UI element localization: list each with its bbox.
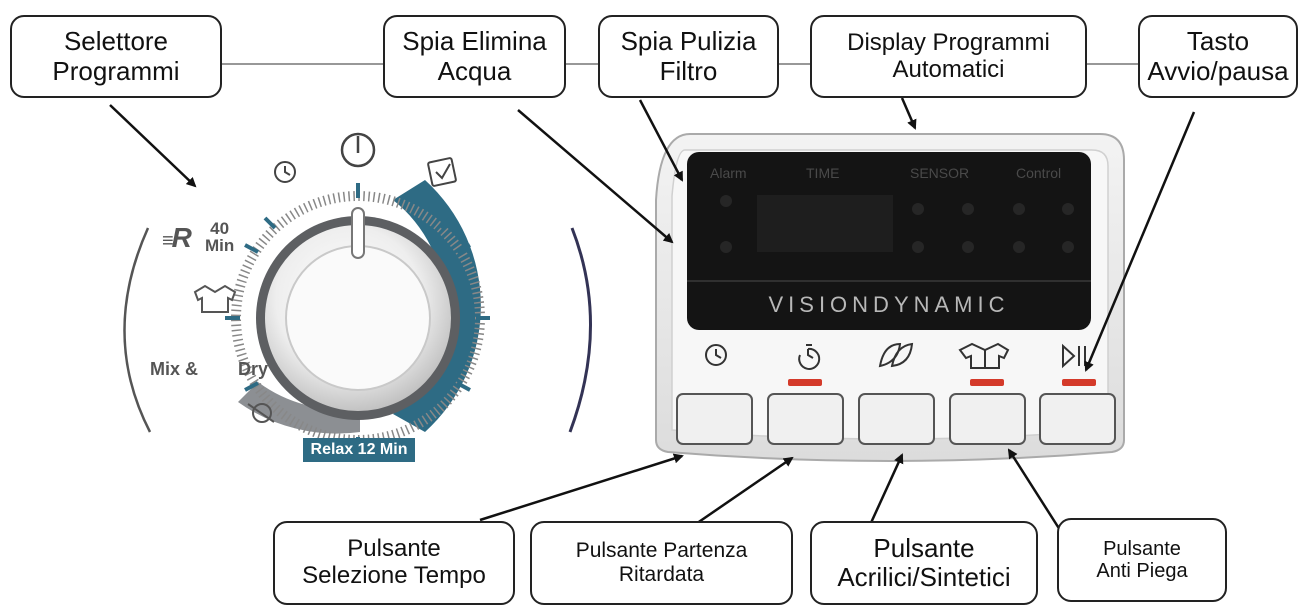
wool-icon bbox=[247, 403, 275, 423]
relax-program-label: Relax 12 Min bbox=[303, 438, 415, 462]
dial-teal-band bbox=[393, 180, 481, 432]
control-panel bbox=[655, 133, 1125, 462]
program-selector-dial[interactable] bbox=[123, 132, 592, 452]
left-decorative-arc bbox=[123, 227, 152, 433]
leaf-icon bbox=[878, 342, 914, 368]
label-icon bbox=[427, 157, 457, 187]
cupboard-icon bbox=[495, 291, 517, 313]
red-indicators bbox=[788, 379, 1096, 386]
power-icon bbox=[340, 132, 376, 168]
iron-icon bbox=[460, 395, 493, 416]
time-select-button[interactable] bbox=[676, 393, 753, 445]
knob-pointer bbox=[351, 207, 365, 259]
tumble-icon bbox=[479, 229, 499, 253]
clock-icon bbox=[705, 344, 727, 366]
delay-start-button[interactable] bbox=[767, 393, 844, 445]
lcd-sensor-label: SENSOR bbox=[910, 165, 970, 181]
dial-mix-dry: Mix &Dry bbox=[150, 359, 269, 379]
start-pause-button[interactable] bbox=[1039, 393, 1116, 445]
brand-label: VISIONDYNAMIC bbox=[768, 292, 1010, 317]
lcd-time-label: TIME bbox=[806, 165, 840, 181]
lcd-control-label: Control bbox=[1016, 165, 1062, 181]
shirt-icon-left bbox=[193, 284, 237, 313]
time-segment-area bbox=[757, 195, 893, 252]
anti-crease-button[interactable] bbox=[949, 393, 1026, 445]
delay-clock-icon bbox=[798, 344, 821, 370]
timer-dial-icon bbox=[274, 161, 296, 183]
right-decorative-arc bbox=[568, 227, 592, 433]
acrylic-button[interactable] bbox=[858, 393, 935, 445]
drawer-icon bbox=[480, 356, 508, 380]
dial-r-label: ≡R bbox=[162, 222, 192, 253]
lcd-faint-icons bbox=[720, 195, 1074, 253]
lcd-alarm-label: Alarm bbox=[710, 165, 747, 181]
shirt-icon bbox=[958, 342, 1010, 369]
knob-face bbox=[285, 245, 431, 391]
dial-grey-band bbox=[238, 382, 360, 434]
callout-arrows bbox=[109, 97, 1196, 531]
